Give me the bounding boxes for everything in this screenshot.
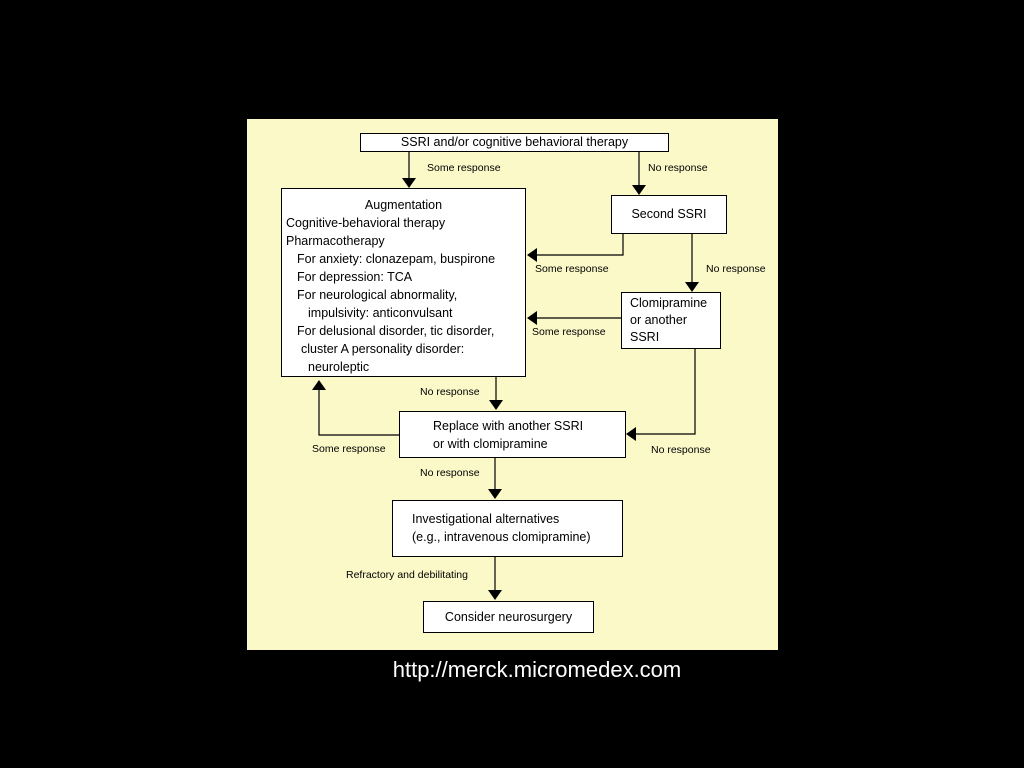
augmentation-title: Augmentation <box>364 198 443 212</box>
node-start: SSRI and/or cognitive behavioral therapy <box>360 133 669 152</box>
augmentation-line: For anxiety: clonazepam, buspirone <box>297 252 496 266</box>
edge-label: Some response <box>535 263 609 275</box>
edge-label: No response <box>651 444 711 456</box>
augmentation-line: For delusional disorder, tic disorder, <box>297 324 495 338</box>
flowchart-connectors <box>312 152 699 600</box>
edge-label: No response <box>706 263 766 275</box>
investigational-line: Investigational alternatives <box>412 512 560 526</box>
source-url: http://merck.micromedex.com <box>392 657 682 682</box>
clomipramine-line: SSRI <box>630 330 660 344</box>
node-investigational: Investigational alternatives (e.g., intr… <box>392 500 623 557</box>
node-neurosurgery-label: Consider neurosurgery <box>444 610 573 624</box>
edge-label: No response <box>420 386 480 398</box>
edge-second-ssri-to-augmentation <box>527 234 624 262</box>
augmentation-line: Cognitive-behavioral therapy <box>286 216 446 230</box>
treatment-flowchart: SSRI and/or cognitive behavioral therapy… <box>247 119 778 650</box>
node-neurosurgery: Consider neurosurgery <box>423 601 594 633</box>
augmentation-line: cluster A personality disorder: <box>301 342 465 356</box>
replace-line: Replace with another SSRI <box>433 419 584 433</box>
augmentation-line: impulsivity: anticonvulsant <box>308 306 453 320</box>
augmentation-line: neuroleptic <box>308 360 370 374</box>
clomipramine-line: or another <box>630 313 687 327</box>
edge-clomipramine-to-replace <box>626 349 696 441</box>
edge-label: Some response <box>312 443 386 455</box>
augmentation-line: For neurological abnormality, <box>297 288 458 302</box>
node-clomipramine: Clomipramine or another SSRI <box>621 292 721 349</box>
edge-label: Some response <box>532 326 606 338</box>
edge-label: No response <box>648 162 708 174</box>
augmentation-line: For depression: TCA <box>297 270 413 284</box>
node-replace: Replace with another SSRI or with clomip… <box>399 411 626 458</box>
node-second-ssri: Second SSRI <box>611 195 727 234</box>
investigational-line: (e.g., intravenous clomipramine) <box>412 530 591 544</box>
edge-label: Refractory and debilitating <box>346 569 468 581</box>
edge-label: No response <box>420 467 480 479</box>
node-augmentation: Augmentation Cognitive-behavioral therap… <box>281 188 526 377</box>
node-second-ssri-label: Second SSRI <box>631 207 707 221</box>
clomipramine-line: Clomipramine <box>630 296 708 310</box>
augmentation-line: Pharmacotherapy <box>286 234 385 248</box>
edge-label: Some response <box>427 162 501 174</box>
replace-line: or with clomipramine <box>433 437 548 451</box>
edge-replace-to-augmentation <box>312 380 400 436</box>
node-start-label: SSRI and/or cognitive behavioral therapy <box>400 135 629 149</box>
